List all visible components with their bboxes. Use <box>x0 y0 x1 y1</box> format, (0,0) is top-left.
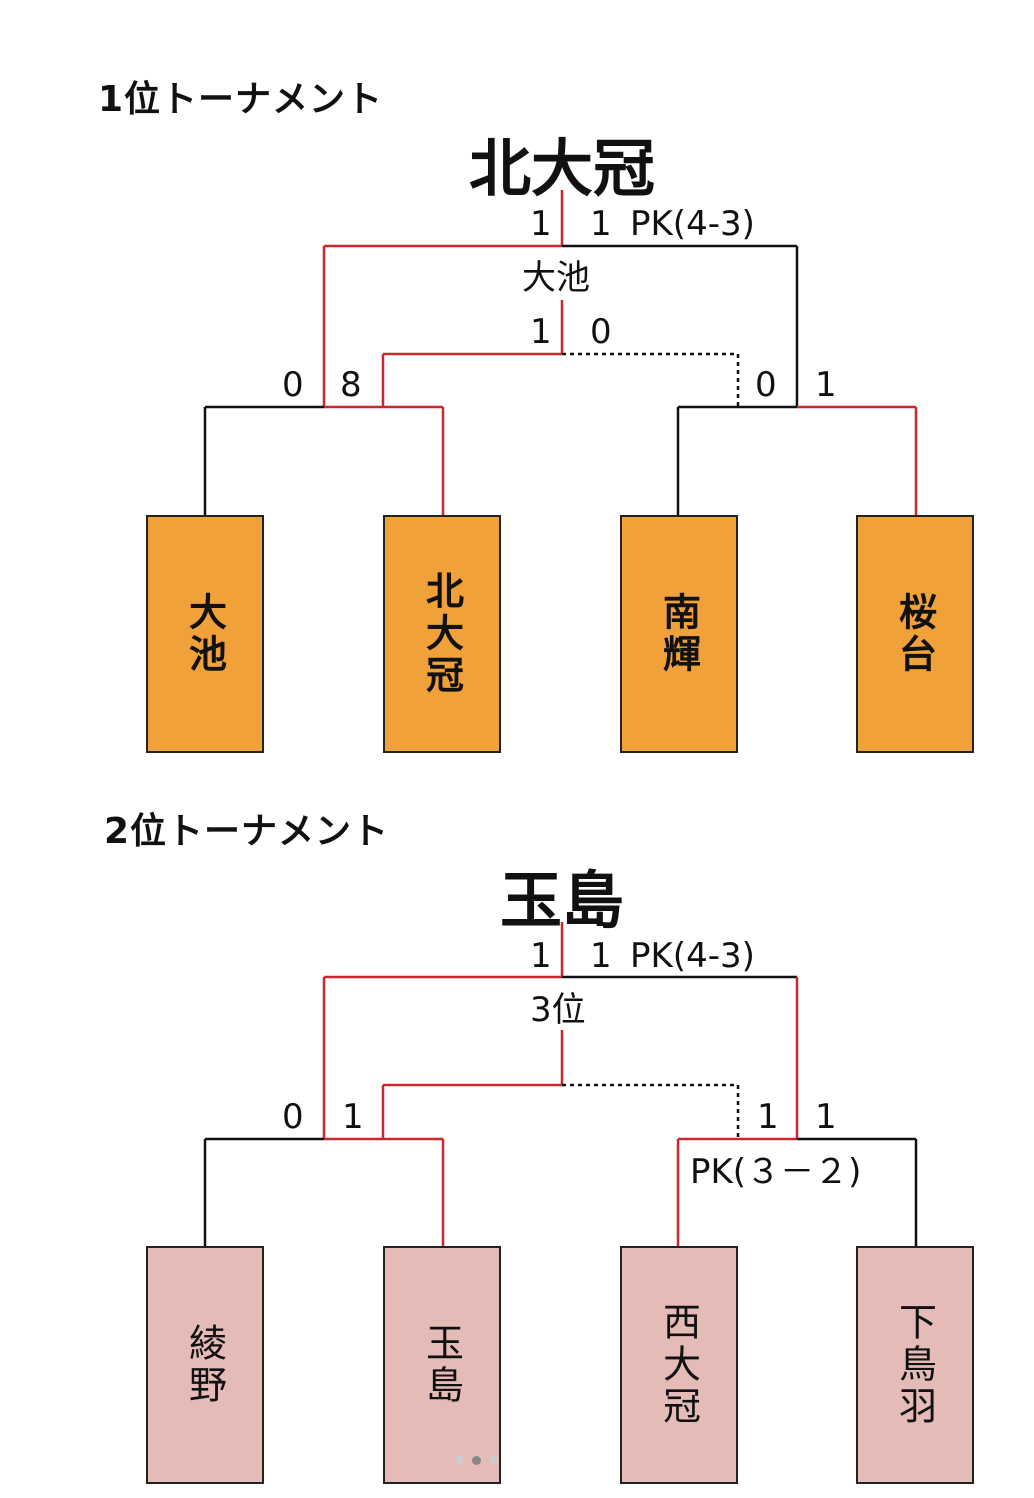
t1-sf1-score-right: 8 <box>340 365 362 405</box>
carousel-dot[interactable] <box>455 1456 464 1465</box>
t1-third-score-right: 0 <box>590 312 612 352</box>
t2-team-box: 玉島 <box>383 1246 501 1484</box>
t2-sf2-score-right: 1 <box>815 1097 837 1137</box>
carousel-dot-active[interactable] <box>472 1456 481 1465</box>
t2-team-box: 下鳥羽 <box>856 1246 974 1484</box>
t2-third-place-label: 3位 <box>530 990 586 1030</box>
t2-sf1-score-left: 0 <box>282 1097 304 1137</box>
t1-team-box: 南輝 <box>620 515 738 753</box>
t1-third-place-winner: 大池 <box>522 258 590 298</box>
team-name: 下鳥羽 <box>892 1302 937 1428</box>
team-name: 玉島 <box>419 1323 464 1407</box>
t2-section-title: 2位トーナメント <box>104 811 390 852</box>
team-name: 桜台 <box>892 592 937 676</box>
t2-sf2-pk: PK(３－２) <box>690 1152 862 1192</box>
t1-champion: 北大冠 <box>468 132 655 205</box>
t2-third-right-dotted <box>562 1083 740 1139</box>
t1-third-right-dotted <box>562 352 740 407</box>
t1-sf2-score-left: 0 <box>755 365 777 405</box>
carousel-dots[interactable] <box>455 1456 498 1465</box>
t2-final-score-right: 1 <box>590 936 612 976</box>
t1-sf1-score-left: 0 <box>282 365 304 405</box>
t2-sf1-score-right: 1 <box>342 1097 364 1137</box>
t1-final-score-right: 1 <box>590 204 612 244</box>
team-name: 北大冠 <box>419 571 464 697</box>
t1-sf2-score-right: 1 <box>815 365 837 405</box>
t1-section-title: 1位トーナメント <box>98 79 384 120</box>
team-name: 南輝 <box>656 592 701 676</box>
team-name: 西大冠 <box>656 1302 701 1428</box>
t1-final-pk: PK(4-3) <box>630 204 755 244</box>
team-name: 大池 <box>182 592 227 676</box>
t2-final-pk: PK(4-3) <box>630 936 755 976</box>
t2-final-score-left: 1 <box>530 936 552 976</box>
t2-champion: 玉島 <box>499 864 624 937</box>
t2-team-box: 西大冠 <box>620 1246 738 1484</box>
t2-team-box: 綾野 <box>146 1246 264 1484</box>
t1-team-box: 大池 <box>146 515 264 753</box>
team-name: 綾野 <box>182 1323 227 1407</box>
t1-third-score-left: 1 <box>530 312 552 352</box>
t1-team-box: 北大冠 <box>383 515 501 753</box>
carousel-dot[interactable] <box>489 1456 498 1465</box>
t1-team-box: 桜台 <box>856 515 974 753</box>
t1-final-score-left: 1 <box>530 204 552 244</box>
t2-sf2-score-left: 1 <box>757 1097 779 1137</box>
